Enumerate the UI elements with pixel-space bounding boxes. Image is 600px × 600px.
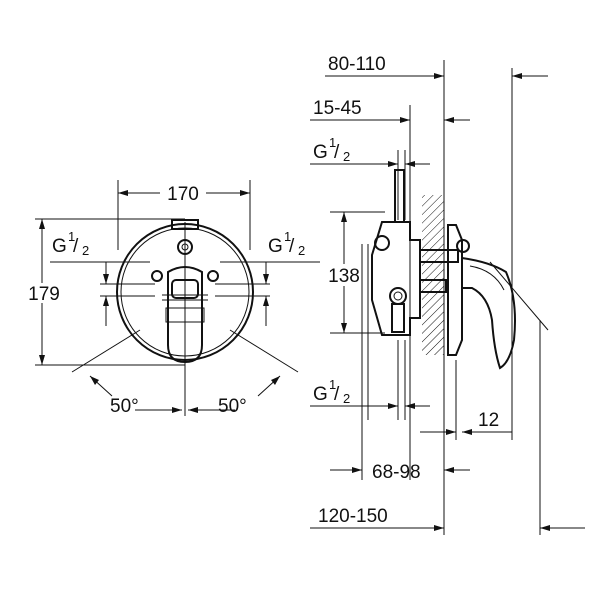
front-left-port-sup: 1 bbox=[68, 229, 75, 244]
side-cover-plate bbox=[447, 224, 463, 356]
front-width-label: 170 bbox=[167, 184, 199, 205]
svg-text:/: / bbox=[334, 142, 340, 163]
front-left-port-den: 2 bbox=[82, 243, 89, 258]
side-top-port-sup: 1 bbox=[329, 135, 336, 150]
wall-section bbox=[422, 195, 444, 355]
side-dim-80-110: 80-110 bbox=[328, 54, 386, 75]
side-dim-120-150: 120-150 bbox=[318, 506, 388, 527]
side-dim-15-45: 15-45 bbox=[313, 98, 362, 119]
front-left-port-g: G bbox=[52, 236, 67, 257]
svg-text:/: / bbox=[73, 236, 79, 257]
side-dim-68-98: 68-98 bbox=[372, 462, 421, 483]
front-angle-right: 50° bbox=[218, 396, 247, 417]
front-angle-left: 50° bbox=[110, 396, 139, 417]
svg-text:/: / bbox=[334, 384, 340, 405]
side-dim-138: 138 bbox=[328, 266, 360, 287]
side-top-port-g: G bbox=[313, 142, 328, 163]
lever-handle bbox=[167, 266, 203, 364]
front-right-port-g: G bbox=[268, 236, 283, 257]
side-top-port-den: 2 bbox=[343, 149, 350, 164]
front-view: 170 179 G 1 / 2 bbox=[28, 180, 320, 417]
valve-body bbox=[371, 221, 421, 336]
front-right-port-den: 2 bbox=[298, 243, 305, 258]
side-dim-12: 12 bbox=[478, 410, 499, 431]
side-lever-handle bbox=[461, 256, 516, 370]
side-bottom-port-sup: 1 bbox=[329, 377, 336, 392]
side-view: 80-110 15-45 G 1 / 2 bbox=[310, 54, 585, 535]
svg-text:/: / bbox=[289, 236, 295, 257]
side-bottom-port-g: G bbox=[313, 384, 328, 405]
side-bottom-port-den: 2 bbox=[343, 391, 350, 406]
front-height-label: 179 bbox=[28, 284, 60, 305]
front-right-port-sup: 1 bbox=[284, 229, 291, 244]
